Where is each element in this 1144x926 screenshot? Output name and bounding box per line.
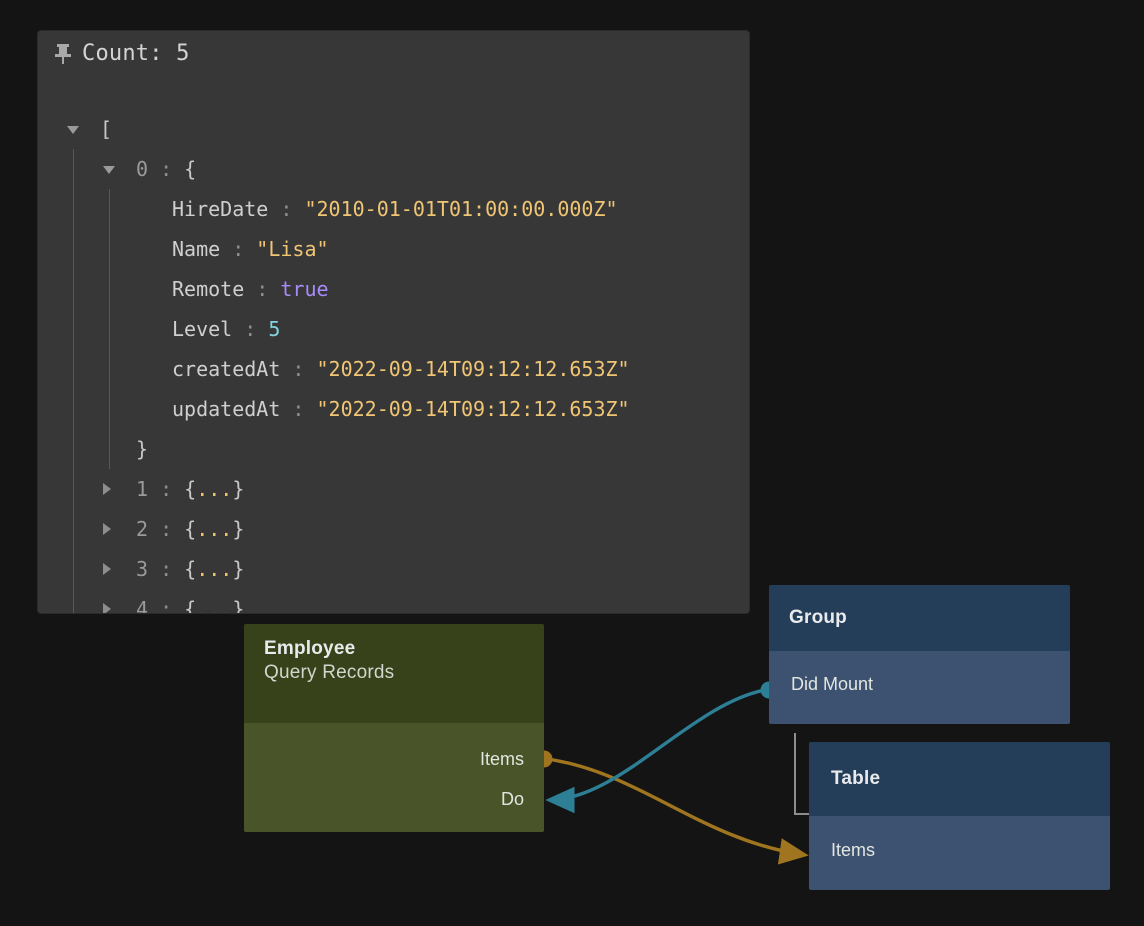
json-key: HireDate — [172, 197, 269, 221]
json-tree-row-content: HireDate : "2010-01-01T01:00:00.000Z" — [172, 189, 618, 229]
node-group[interactable]: Group Did Mount — [769, 585, 1070, 724]
json-array-index: 4 — [136, 597, 149, 613]
node-table-body: Items — [809, 816, 1110, 890]
json-tree: [0 : {HireDate : "2010-01-01T01:00:00.00… — [38, 109, 749, 613]
node-group-header: Group — [769, 585, 1070, 651]
json-tree-row[interactable]: } — [38, 429, 749, 469]
node-table[interactable]: Table Items — [809, 742, 1110, 890]
json-colon: : — [244, 277, 281, 301]
json-tree-row-content: Name : "Lisa" — [172, 229, 329, 269]
json-value: true — [280, 277, 329, 301]
port-label-group-did-mount[interactable]: Did Mount — [791, 674, 874, 694]
pin-row: Count: 5 — [54, 41, 190, 66]
json-ellipsis: ... — [196, 557, 233, 581]
json-colon: : — [268, 197, 305, 221]
chevron-right-icon[interactable] — [103, 563, 111, 575]
json-key: createdAt — [172, 357, 281, 381]
json-value: 5 — [268, 317, 281, 341]
json-collapsed-object: {...} — [184, 597, 244, 613]
json-tree-guide-line — [73, 149, 74, 613]
json-array-index: 1 — [136, 477, 149, 501]
json-tree-row[interactable]: updatedAt : "2022-09-14T09:12:12.653Z" — [38, 389, 749, 429]
node-employee[interactable]: Employee Query Records Items Do — [244, 624, 544, 832]
json-ellipsis: ... — [196, 597, 233, 613]
json-tree-row[interactable]: 1 : {...} — [38, 469, 749, 509]
json-tree-row[interactable]: createdAt : "2022-09-14T09:12:12.653Z" — [38, 349, 749, 389]
json-bracket: } — [136, 437, 149, 461]
port-label-table-items[interactable]: Items — [831, 840, 876, 860]
chevron-right-icon[interactable] — [103, 483, 111, 495]
json-colon: : — [148, 517, 185, 541]
json-tree-row-content: createdAt : "2022-09-14T09:12:12.653Z" — [172, 349, 630, 389]
chevron-right-icon[interactable] — [103, 523, 111, 535]
node-group-body: Did Mount — [769, 651, 1070, 724]
json-tree-row-content: } — [136, 429, 148, 469]
json-colon: : — [148, 157, 185, 181]
port-label-employee-items[interactable]: Items — [479, 749, 524, 769]
json-colon: : — [148, 597, 185, 613]
node-employee-header: Employee Query Records — [244, 624, 544, 723]
json-array-index: 3 — [136, 557, 149, 581]
json-collapsed-object: {...} — [184, 517, 245, 541]
json-array-index: 0 — [136, 157, 149, 181]
node-employee-subtitle: Query Records — [264, 662, 395, 683]
json-tree-row[interactable]: Remote : true — [38, 269, 749, 309]
json-key: updatedAt — [172, 397, 281, 421]
group-table-bracket — [794, 733, 809, 815]
json-key: Name — [172, 237, 221, 261]
node-group-title: Group — [789, 607, 847, 628]
chevron-down-icon[interactable] — [67, 126, 79, 134]
json-collapsed-object: {...} — [184, 477, 245, 501]
json-tree-row[interactable]: Level : 5 — [38, 309, 749, 349]
json-ellipsis: ... — [196, 477, 233, 501]
node-table-title: Table — [831, 768, 881, 789]
node-table-header: Table — [809, 742, 1110, 816]
count-label: Count: 5 — [82, 41, 190, 66]
json-colon: : — [280, 357, 317, 381]
json-tree-row[interactable]: HireDate : "2010-01-01T01:00:00.000Z" — [38, 189, 749, 229]
json-tree-row[interactable]: 4 : {...} — [38, 589, 749, 613]
json-tree-row-content: 3 : {...} — [136, 549, 244, 589]
json-ellipsis: ... — [196, 517, 233, 541]
json-key: Remote — [172, 277, 245, 301]
json-tree-guide-line — [109, 189, 110, 469]
chevron-right-icon[interactable] — [103, 603, 111, 613]
json-tree-row-content: 0 : { — [136, 149, 196, 189]
json-tree-row[interactable]: 3 : {...} — [38, 549, 749, 589]
json-bracket: [ — [100, 117, 113, 141]
json-collapsed-object: {...} — [184, 557, 245, 581]
json-tree-row[interactable]: Name : "Lisa" — [38, 229, 749, 269]
edge-did-mount-to-do — [545, 688, 766, 814]
json-tree-row-content: Level : 5 — [172, 309, 280, 349]
json-tree-row-content: Remote : true — [172, 269, 329, 309]
json-tree-row-content: 1 : {...} — [136, 469, 244, 509]
inspector-panel: Count: 5 [0 : {HireDate : "2010-01-01T01… — [38, 31, 749, 613]
json-tree-row-content: updatedAt : "2022-09-14T09:12:12.653Z" — [172, 389, 630, 429]
json-tree-row-content: [ — [100, 109, 112, 149]
edge-items-to-table-items — [546, 757, 809, 865]
chevron-down-icon[interactable] — [103, 166, 115, 174]
json-key: Level — [172, 317, 233, 341]
json-tree-row-content: 2 : {...} — [136, 509, 244, 549]
json-tree-row[interactable]: 2 : {...} — [38, 509, 749, 549]
json-colon: : — [220, 237, 257, 261]
json-value: "2022-09-14T09:12:12.653Z" — [316, 357, 630, 381]
json-array-index: 2 — [136, 517, 149, 541]
json-value: "2022-09-14T09:12:12.653Z" — [316, 397, 630, 421]
json-colon: : — [148, 557, 185, 581]
json-tree-row[interactable]: [ — [38, 109, 749, 149]
node-employee-body: Items Do — [244, 723, 544, 832]
json-tree-row-content: 4 : {...} — [136, 589, 244, 613]
pin-icon[interactable] — [54, 43, 72, 65]
json-colon: : — [280, 397, 317, 421]
node-employee-title: Employee — [264, 638, 356, 659]
json-colon: : — [232, 317, 269, 341]
json-brace: { — [184, 157, 197, 181]
json-value: "Lisa" — [256, 237, 329, 261]
json-tree-row[interactable]: 0 : { — [38, 149, 749, 189]
json-value: "2010-01-01T01:00:00.000Z" — [304, 197, 618, 221]
json-colon: : — [148, 477, 185, 501]
port-label-employee-do[interactable]: Do — [500, 789, 524, 809]
